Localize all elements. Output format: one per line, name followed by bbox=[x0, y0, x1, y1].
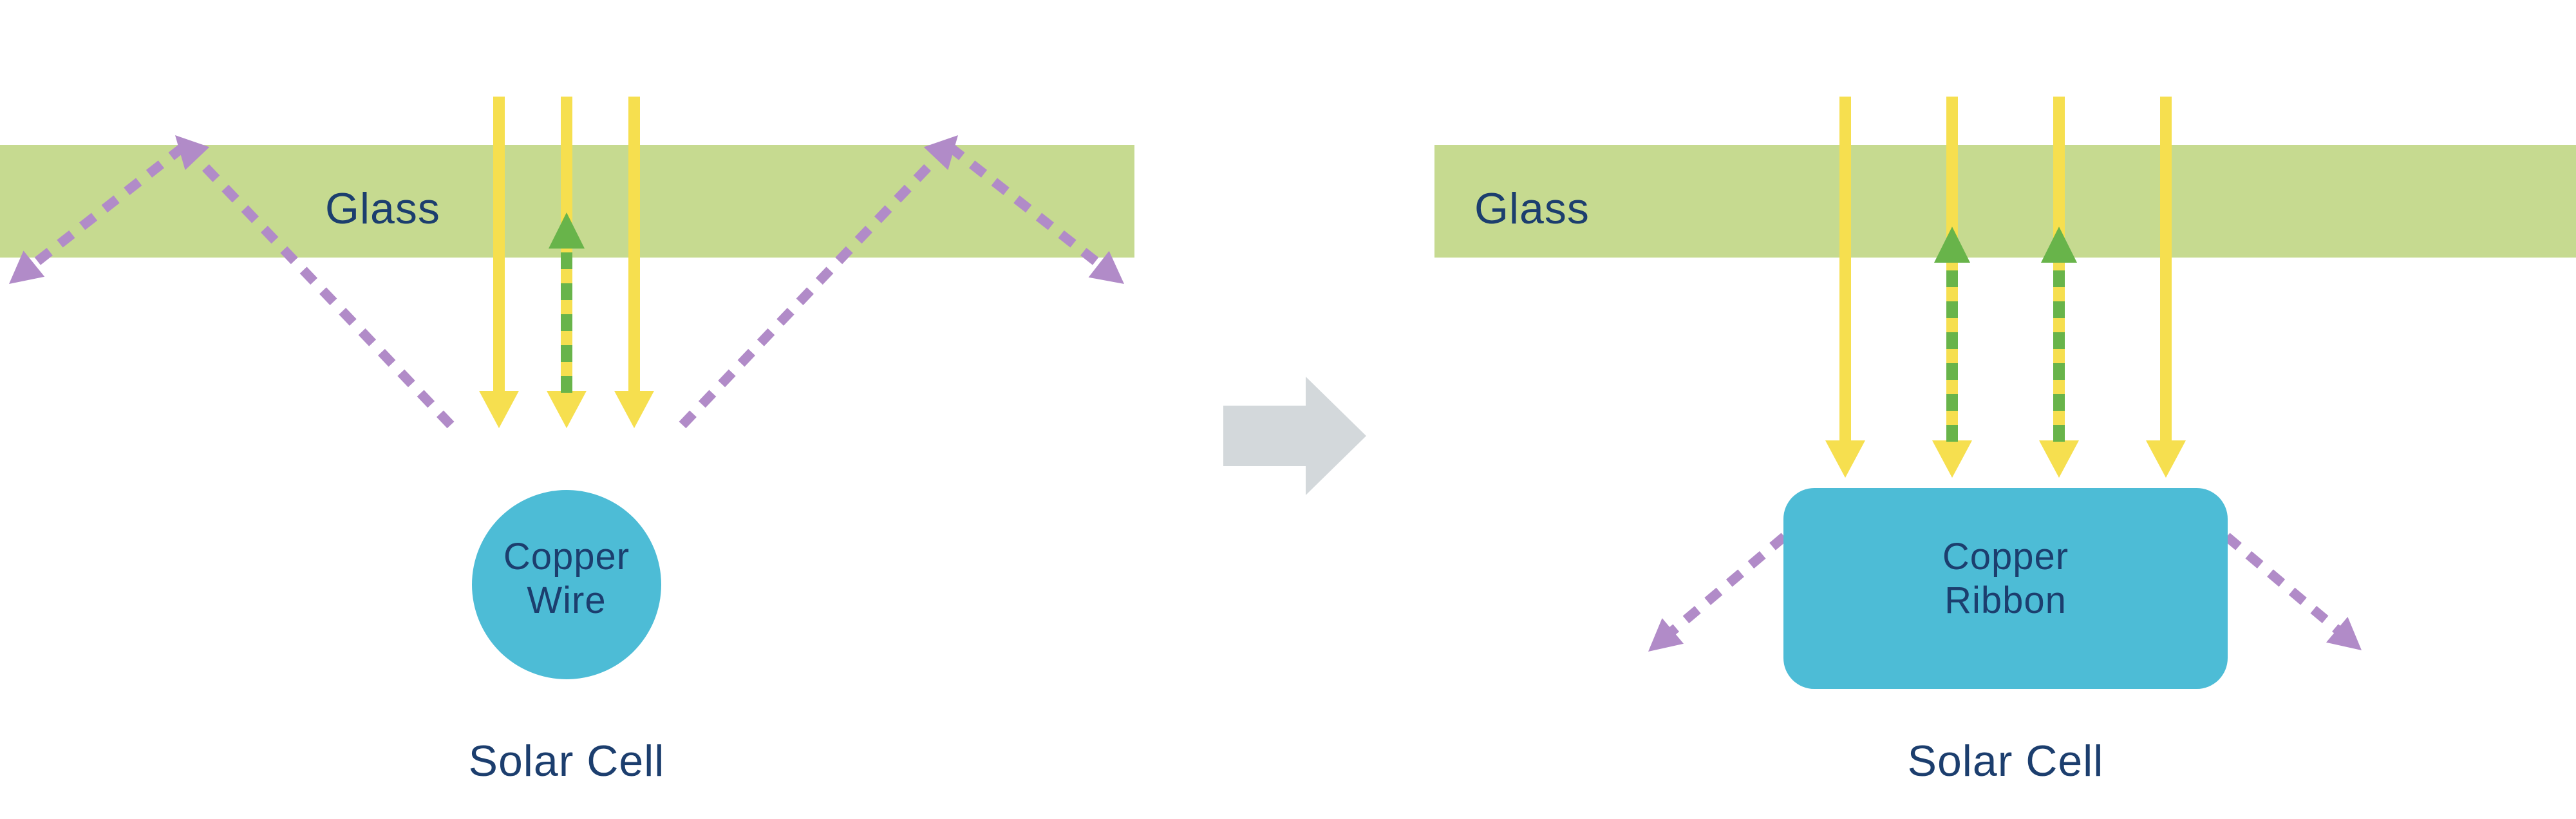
sunlight-arrowhead-icon bbox=[1825, 440, 1865, 478]
copper-wire-shape bbox=[472, 490, 661, 679]
redirected-arrowhead-icon bbox=[2041, 227, 2077, 263]
scattered-ray-line bbox=[191, 153, 455, 429]
glass-label: Glass bbox=[325, 184, 440, 233]
scattered-light-rays bbox=[9, 135, 1124, 429]
transition-arrow-icon bbox=[1223, 377, 1366, 495]
scattered-ray-line bbox=[946, 143, 1105, 270]
sunlight-arrowhead-icon bbox=[2146, 440, 2186, 478]
sunlight-arrowhead-icon bbox=[2039, 440, 2079, 478]
conductor-label-line1: Copper bbox=[1942, 536, 2069, 578]
conductor-label-line1: Copper bbox=[503, 536, 630, 578]
sunlight-arrowhead-icon bbox=[547, 391, 587, 428]
sunlight-arrowhead-icon bbox=[479, 391, 519, 428]
redirected-arrowhead-icon bbox=[1934, 227, 1970, 263]
scattered-ray-line bbox=[28, 143, 187, 270]
glass-layer bbox=[1434, 145, 2576, 258]
scattered-arrowhead-icon bbox=[175, 135, 210, 171]
conductor-label-line2: Wire bbox=[527, 579, 606, 621]
scattered-arrowhead-icon bbox=[1648, 617, 1684, 652]
sunlight-arrows bbox=[1825, 97, 2186, 478]
scattered-ray-line bbox=[679, 153, 942, 429]
scattered-arrowhead-icon bbox=[1088, 250, 1124, 284]
right-panel: Glass Copper Ribbon Solar Cell bbox=[1434, 97, 2576, 786]
scattered-ray-line bbox=[1667, 514, 1809, 637]
sunlight-arrowhead-icon bbox=[614, 391, 654, 428]
sunlight-arrowhead-icon bbox=[1932, 440, 1972, 478]
copper-ribbon-shape bbox=[1783, 488, 2228, 689]
redirected-light-arrows bbox=[1934, 227, 2077, 442]
glass-label: Glass bbox=[1474, 184, 1590, 233]
solar-cell-label: Solar Cell bbox=[1908, 737, 2104, 786]
redirected-arrowhead-icon bbox=[549, 212, 585, 249]
scattered-arrowhead-icon bbox=[9, 250, 45, 284]
scattered-arrowhead-icon bbox=[923, 135, 958, 171]
solar-cell-label: Solar Cell bbox=[469, 737, 665, 786]
left-panel: Glass Copper Wire Solar Cell bbox=[0, 97, 1134, 786]
redirected-light-arrows bbox=[549, 212, 585, 393]
scattered-arrowhead-icon bbox=[2326, 616, 2362, 650]
conductor-label-line2: Ribbon bbox=[1944, 579, 2067, 621]
